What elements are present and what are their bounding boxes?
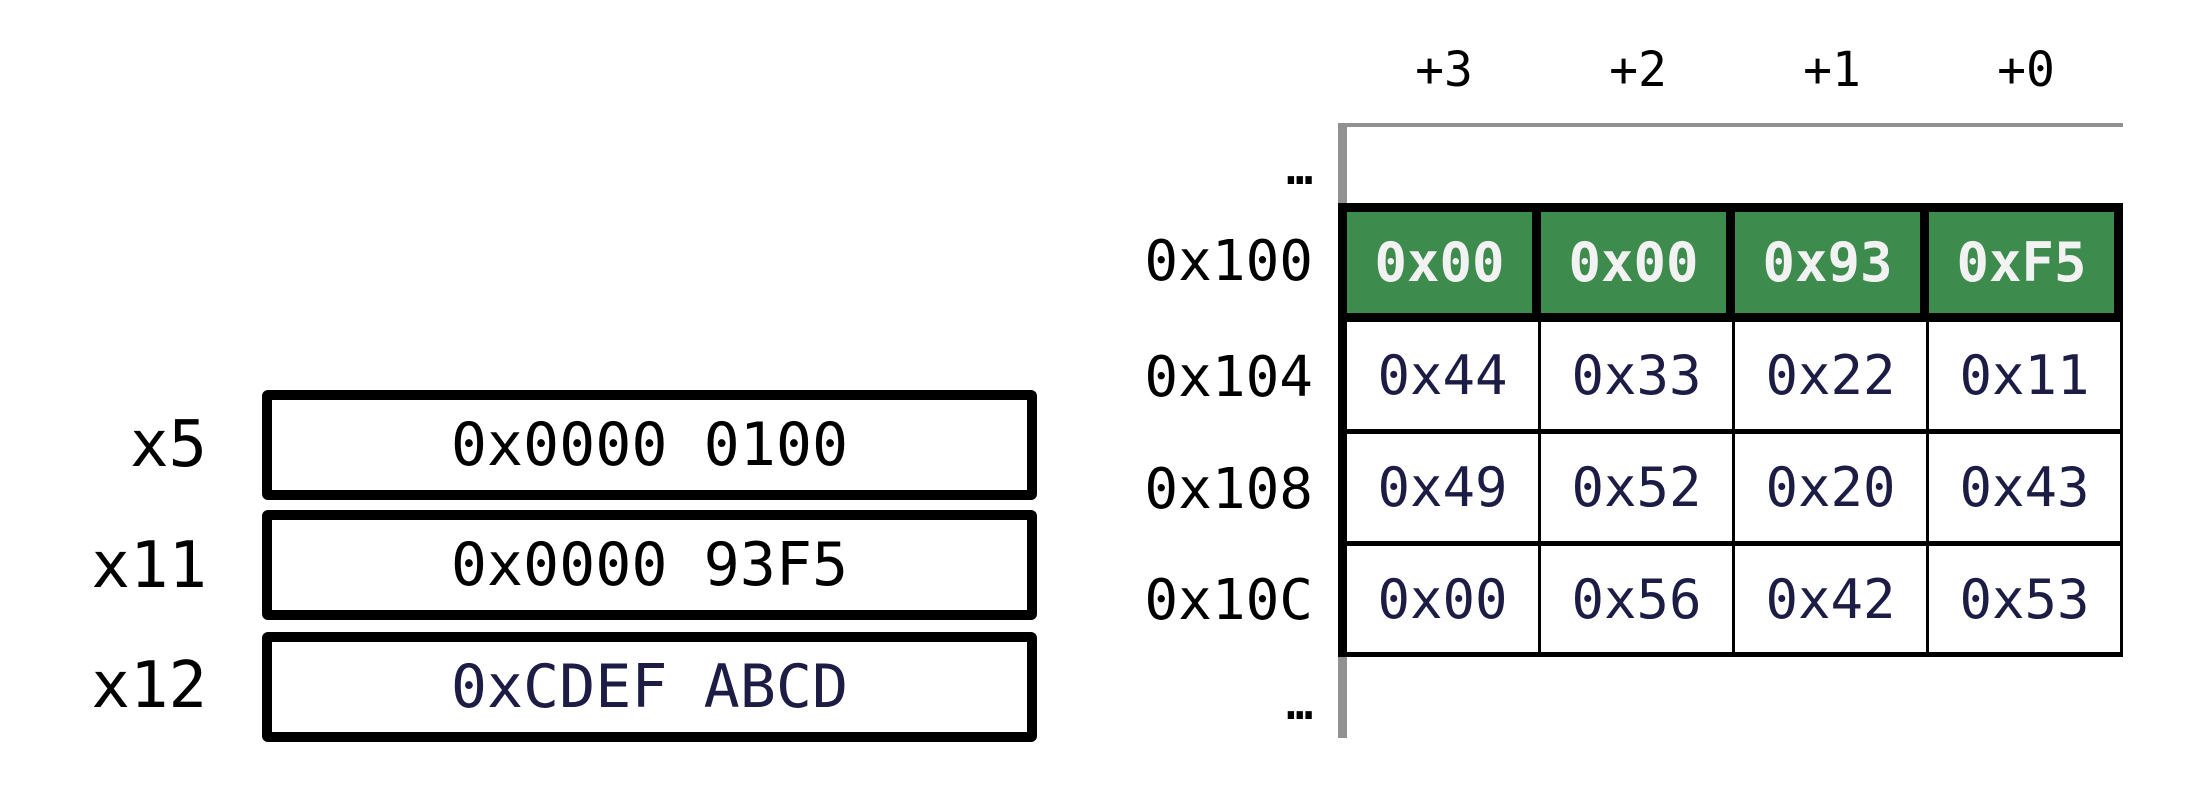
byte-offset-header: +0 [1997, 42, 2055, 98]
memory-cell-highlighted: 0x93 [1735, 203, 1929, 322]
register-label-x11: x11 [91, 529, 207, 603]
byte-offset-header: +2 [1609, 42, 1667, 98]
memory-cell: 0x44 [1347, 322, 1541, 434]
memory-cell: 0x43 [1929, 434, 2123, 546]
register-value-x5: 0x0000 0100 [450, 410, 849, 480]
register-box-x5: 0x0000 0100 [262, 390, 1037, 500]
memory-cell-highlighted: 0x00 [1347, 203, 1541, 322]
address-ellipsis-top: … [1286, 144, 1314, 195]
address-ellipsis-bottom: … [1286, 679, 1314, 730]
byte-offset-header-row: +3 +2 +1 +0 [1347, 40, 2123, 100]
memory-cell-highlighted: 0xF5 [1929, 203, 2123, 322]
byte-offset-header: +1 [1803, 42, 1861, 98]
memory-cell: 0x49 [1347, 434, 1541, 546]
memory-cell: 0x56 [1541, 546, 1735, 657]
register-box-x11: 0x0000 93F5 [262, 510, 1037, 620]
address-label-0x108: 0x108 [1144, 457, 1313, 522]
address-label-0x100: 0x100 [1144, 229, 1313, 294]
memory-cell: 0x20 [1735, 434, 1929, 546]
memory-cell: 0x11 [1929, 322, 2123, 434]
address-label-0x104: 0x104 [1144, 345, 1313, 410]
memory-cell: 0x52 [1541, 434, 1735, 546]
memory-cell: 0x22 [1735, 322, 1929, 434]
register-label-x12: x12 [91, 649, 207, 723]
byte-offset-header: +3 [1415, 42, 1473, 98]
memory-cell: 0x42 [1735, 546, 1929, 657]
register-label-x5: x5 [129, 408, 207, 482]
memory-cell-highlighted: 0x00 [1541, 203, 1735, 322]
memory-left-axis-stub-bottom [1338, 657, 1347, 738]
memory-cell: 0x00 [1347, 546, 1541, 657]
register-value-x11: 0x0000 93F5 [450, 530, 849, 600]
register-box-x12: 0xCDEF ABCD [262, 632, 1037, 742]
memory-left-axis-stub-top [1338, 123, 1347, 203]
address-label-0x10C: 0x10C [1144, 568, 1313, 633]
memory-cell: 0x33 [1541, 322, 1735, 434]
memory-top-axis-line [1338, 123, 2123, 127]
memory-byte-grid: 0x00 0x00 0x93 0xF5 0x44 0x33 0x22 0x11 … [1338, 203, 2123, 657]
memory-cell: 0x53 [1929, 546, 2123, 657]
register-value-x12: 0xCDEF ABCD [450, 652, 849, 722]
